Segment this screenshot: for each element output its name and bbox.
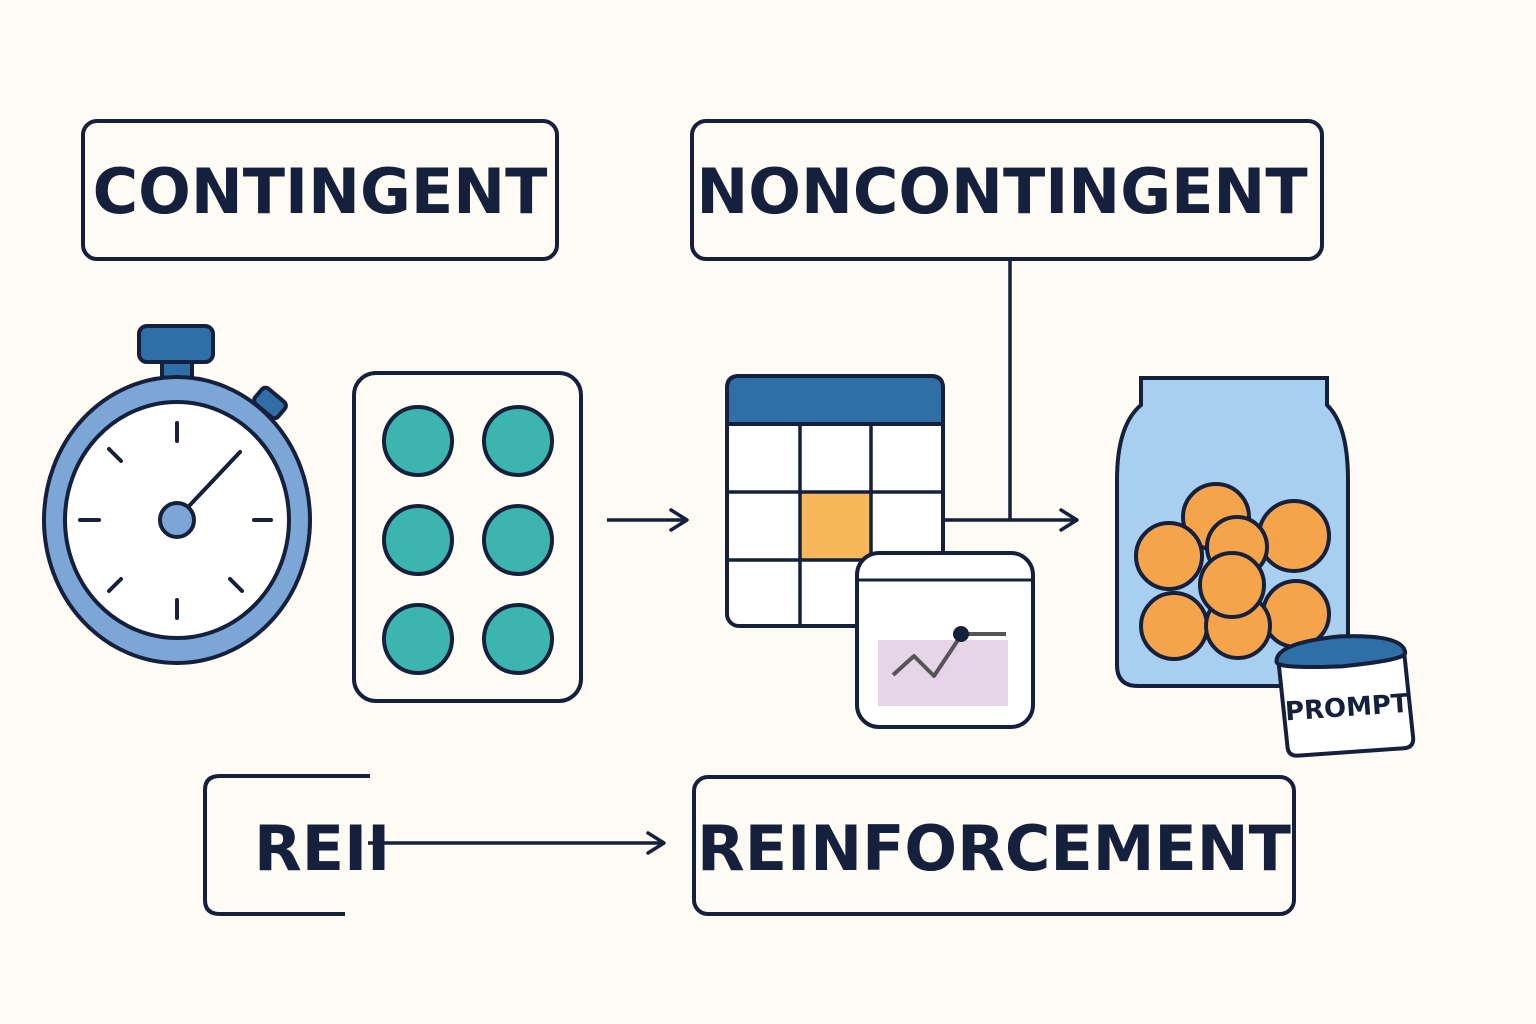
rei-partial-label: REII: [254, 812, 390, 885]
token-board-icon: [352, 371, 583, 703]
reinforcement-box: REINFORCEMENT: [692, 775, 1296, 916]
token-jar-icon: [1115, 376, 1350, 688]
trend-chart-icon: [855, 551, 1035, 729]
noncontingent-label: NONCONTINGENT: [696, 155, 1307, 228]
contingent-label: CONTINGENT: [93, 155, 548, 228]
contingent-box: CONTINGENT: [81, 119, 559, 261]
noncontingent-box: NONCONTINGENT: [690, 119, 1324, 261]
stopwatch-icon: [42, 324, 312, 665]
prompt-jar-icon: PROMPT: [1274, 634, 1416, 758]
rei-partial-box: REII: [203, 774, 390, 916]
reinforcement-label: REINFORCEMENT: [697, 812, 1291, 885]
